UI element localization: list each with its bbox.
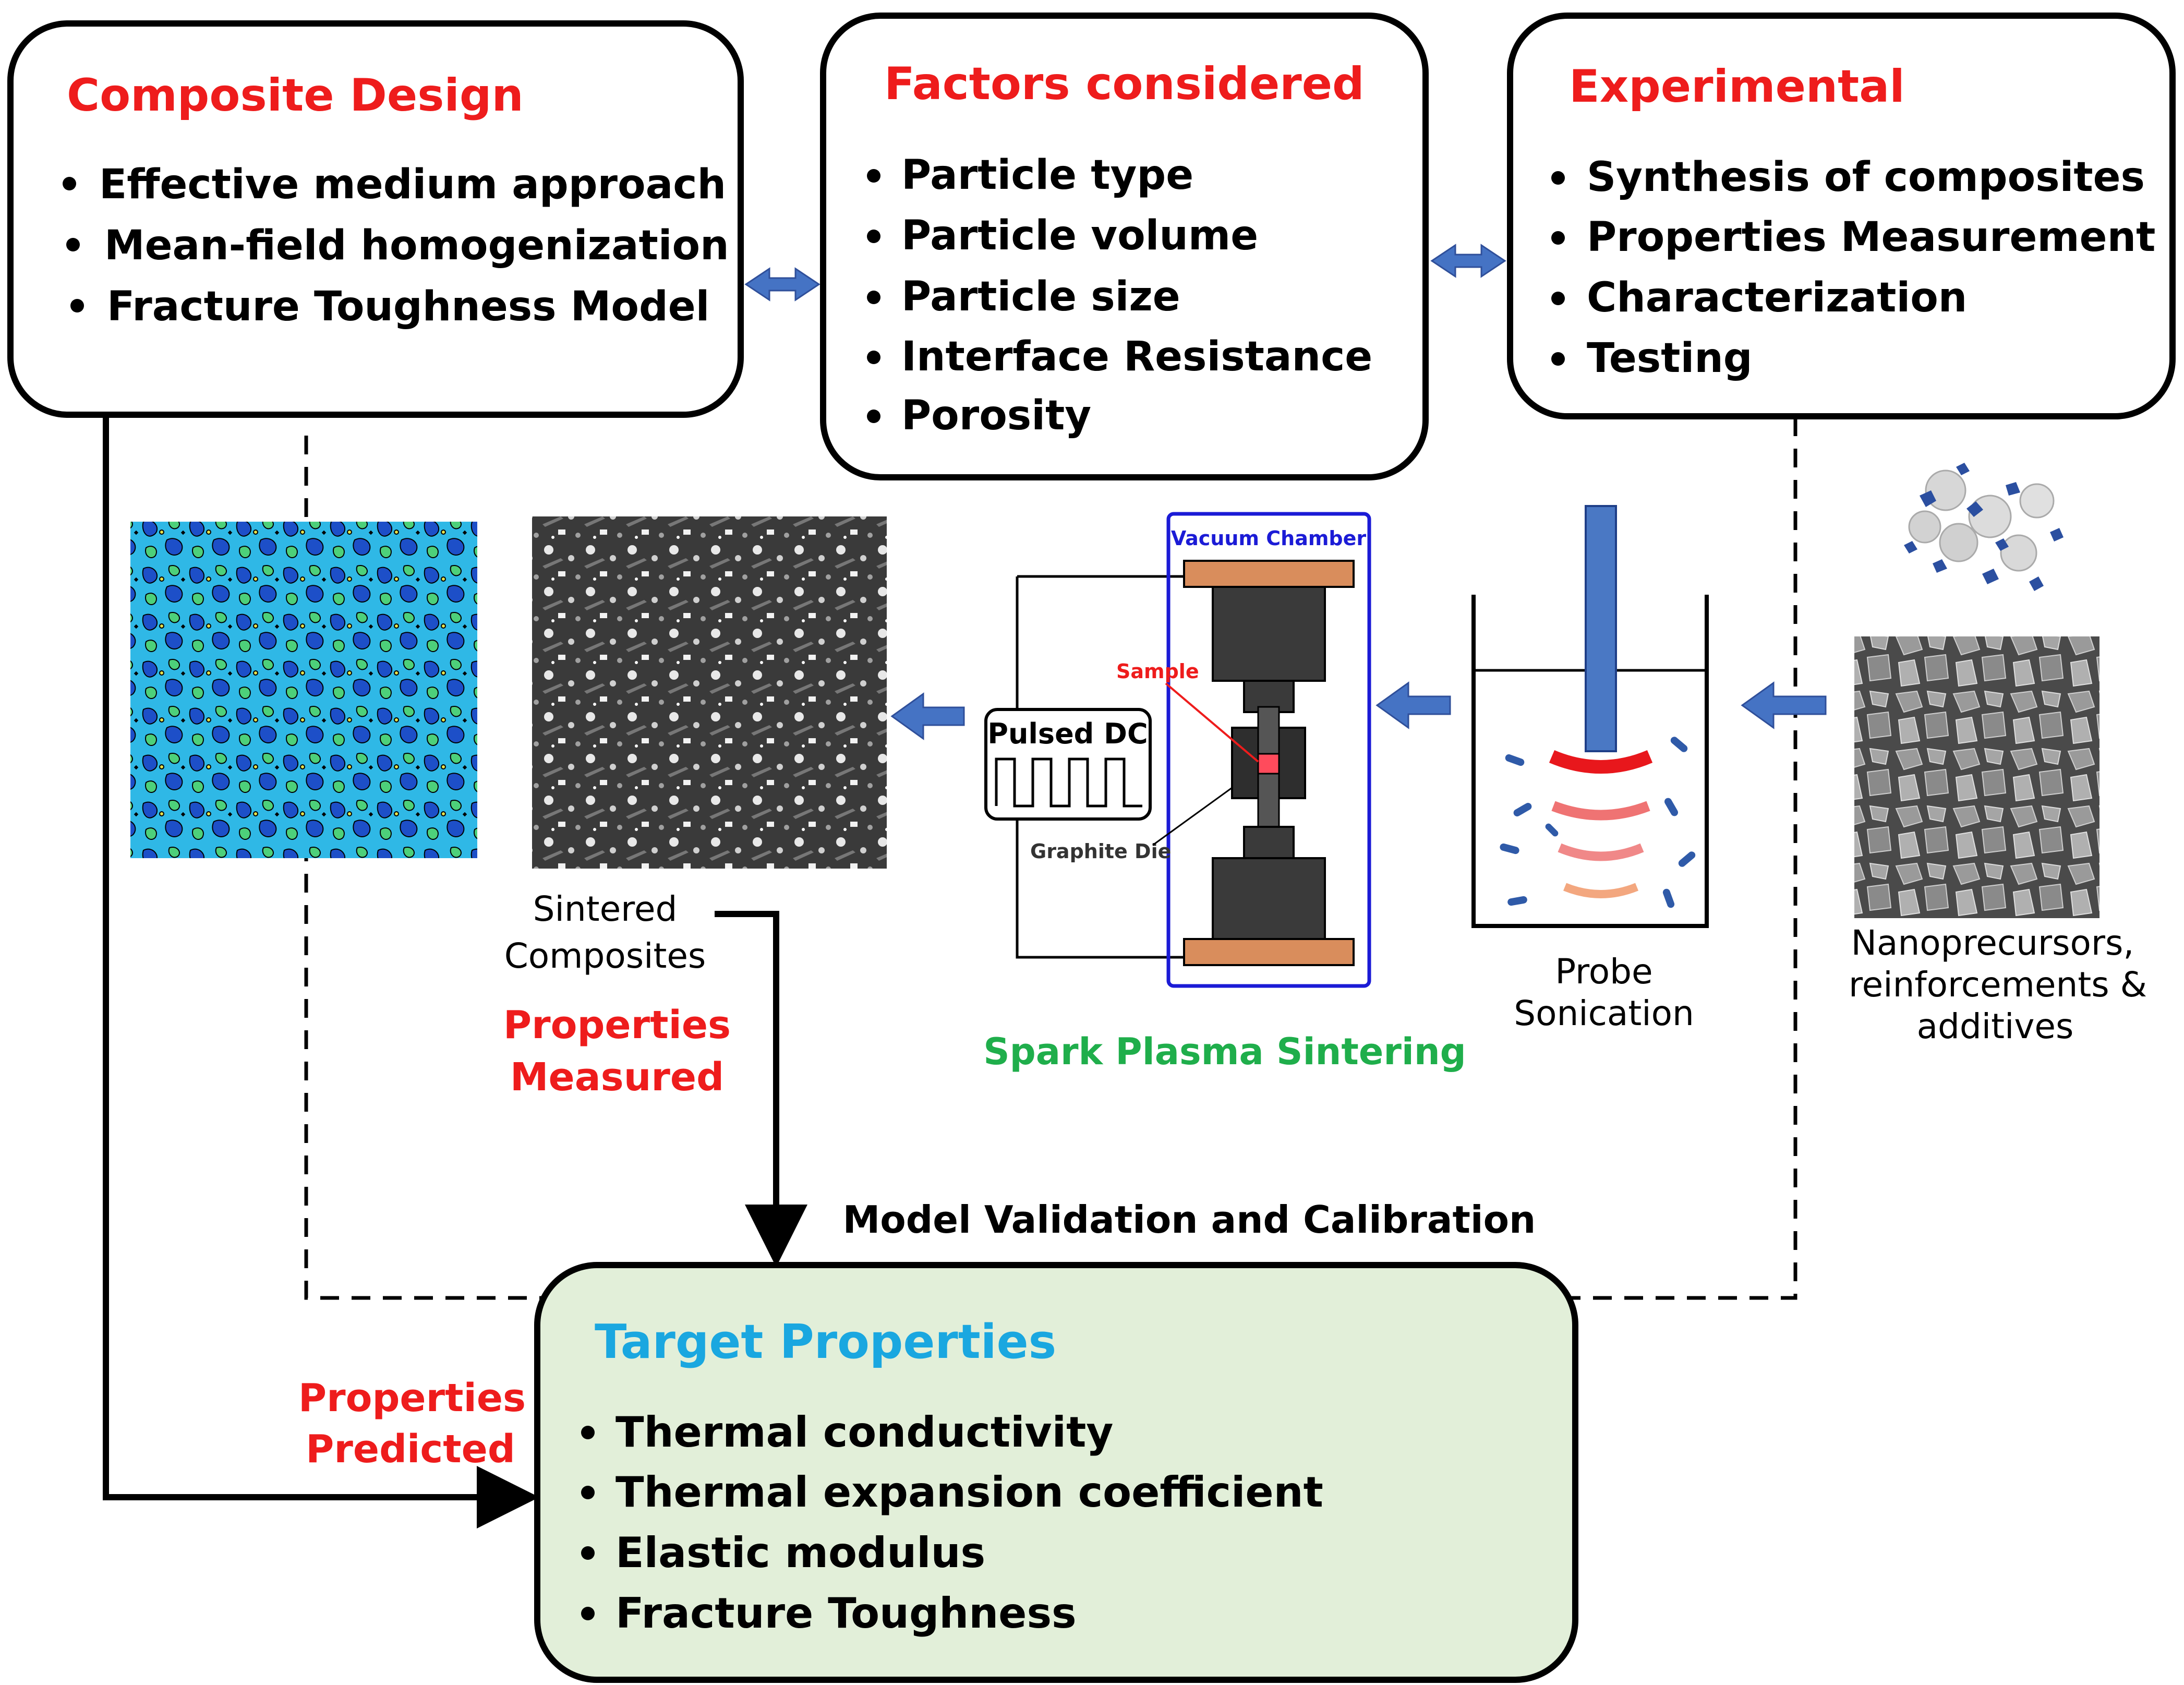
target-title: Target Properties: [595, 1315, 1056, 1369]
nano-label-line3: additives: [1917, 1006, 2074, 1046]
factors-box: Factors considered Particle type Particl…: [820, 13, 1429, 480]
nano-label-line2: reinforcements &: [1849, 965, 2147, 1005]
composite-design-box: Composite Design Effective medium approa…: [7, 20, 744, 418]
target-item-1: Thermal conductivity: [616, 1408, 1113, 1457]
experimental-item-3: Characterization: [1587, 274, 1967, 321]
measured-label-line1: Properties: [503, 1003, 731, 1048]
sem-image-sintered: [532, 516, 887, 869]
experimental-title: Experimental: [1569, 61, 1905, 113]
fe-model-image: [130, 522, 477, 858]
sps-schematic: Pulsed DC Vacuum Chamber Sample Graphite…: [984, 512, 1371, 988]
sample-label: Sample: [1116, 660, 1199, 683]
measured-path: [715, 911, 807, 1267]
experimental-item-2: Properties Measurement: [1587, 214, 2155, 261]
powder-sem-image: [1854, 636, 2099, 918]
sintered-label-line2: Composites: [504, 936, 706, 976]
predicted-label-line2: Predicted: [306, 1427, 515, 1472]
target-properties-box: Target Properties Thermal conductivity T…: [534, 1262, 1578, 1683]
probe-label-line2: Sonication: [1514, 993, 1694, 1033]
target-item-4: Fracture Toughness: [616, 1589, 1077, 1638]
experimental-item-4: Testing: [1587, 335, 1753, 382]
experimental-item-1: Synthesis of composites: [1587, 154, 2145, 201]
factors-item-4: Interface Resistance: [901, 333, 1372, 380]
double-arrow-factors-experimental: [1430, 244, 1506, 278]
probe-label-line1: Probe: [1555, 952, 1652, 992]
probe-sonication-schematic: [1471, 505, 1709, 928]
prediction-path: [103, 412, 539, 1528]
sintered-label-line1: Sintered: [533, 889, 678, 929]
target-item-3: Elastic modulus: [616, 1528, 985, 1577]
graphite-die-label: Graphite Die: [1030, 840, 1171, 863]
factors-item-1: Particle type: [901, 152, 1193, 199]
composite-design-item-1: Effective medium approach: [99, 161, 726, 208]
process-arrow-2: [1375, 681, 1451, 729]
factors-title: Factors considered: [884, 58, 1365, 110]
vacuum-chamber-label: Vacuum Chamber: [1171, 527, 1367, 550]
pulsed-dc-label: Pulsed DC: [987, 717, 1148, 750]
nano-label-line1: Nanoprecursors,: [1851, 923, 2134, 963]
factors-item-3: Particle size: [901, 273, 1180, 320]
composite-design-item-3: Fracture Toughness Model: [107, 283, 709, 330]
validation-label: Model Validation and Calibration: [843, 1198, 1536, 1242]
measured-label-line2: Measured: [510, 1055, 724, 1100]
nanoparticles-illustration: [1904, 463, 2064, 591]
process-arrow-3: [1741, 681, 1827, 729]
composite-design-title: Composite Design: [67, 69, 524, 122]
target-item-2: Thermal expansion coefficient: [616, 1468, 1323, 1516]
probe-rod: [1585, 505, 1617, 752]
factors-item-5: Porosity: [901, 392, 1091, 439]
sample-marker: [1257, 753, 1280, 775]
sps-label: Spark Plasma Sintering: [983, 1030, 1466, 1073]
predicted-label-line1: Properties: [298, 1376, 526, 1421]
vacuum-chamber-frame: [1166, 512, 1371, 988]
experimental-box: Experimental Synthesis of composites Pro…: [1507, 13, 2176, 419]
factors-item-2: Particle volume: [901, 212, 1258, 259]
double-arrow-design-factors: [744, 267, 820, 302]
composite-design-item-2: Mean-field homogenization: [104, 222, 729, 269]
process-arrow-1: [890, 692, 965, 740]
